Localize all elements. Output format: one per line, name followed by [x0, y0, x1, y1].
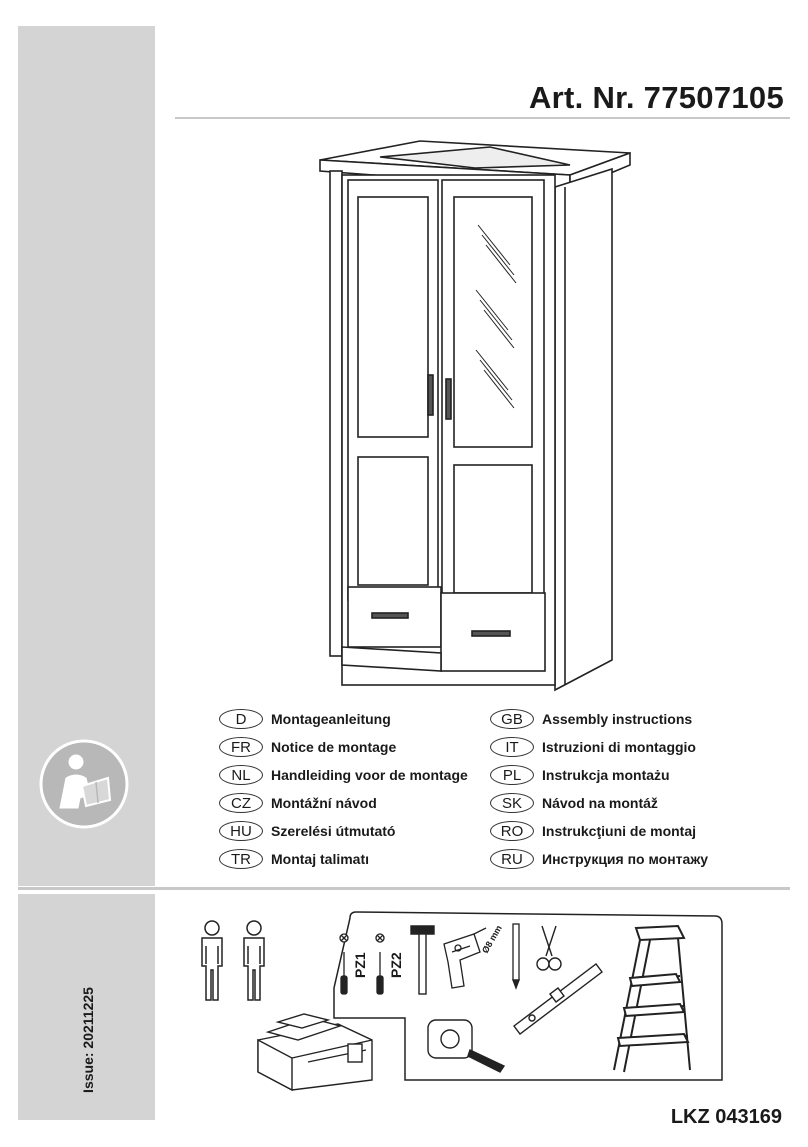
language-label: Assembly instructions	[542, 711, 693, 727]
section-divider	[18, 887, 790, 890]
language-item-tr: TR Montaj talimatı	[219, 849, 369, 869]
read-manual-icon	[39, 739, 129, 829]
language-item-ru: RU Инструкция по монтажу	[490, 849, 708, 869]
language-item-it: IT Istruzioni di montaggio	[490, 737, 696, 757]
language-label: Montageanleitung	[271, 711, 391, 727]
language-item-sk: SK Návod na montáž	[490, 793, 658, 813]
language-code-badge: CZ	[219, 793, 263, 813]
language-label: Návod na montáž	[542, 795, 658, 811]
language-label: Инструкция по монтажу	[542, 851, 709, 867]
language-code-badge: GB	[490, 709, 534, 729]
language-label: Szerelési útmutató	[271, 823, 396, 839]
two-persons-icon	[201, 920, 265, 1001]
language-item-pl: PL Instrukcja montażu	[490, 765, 670, 785]
spirit-level-icon	[513, 963, 603, 1035]
language-item-gb: GB Assembly instructions	[490, 709, 692, 729]
language-label: Montaj talimatı	[271, 851, 370, 867]
scissors-icon	[536, 925, 562, 971]
article-number-title: Art. Nr. 77507105	[529, 80, 784, 115]
issue-date: Issue: 20211225	[80, 987, 96, 1093]
language-item-d: D Montageanleitung	[219, 709, 391, 729]
step-ladder-icon	[613, 924, 691, 1073]
language-item-hu: HU Szerelési útmutató	[219, 821, 395, 841]
language-label: Instrukcja montażu	[542, 767, 670, 783]
language-item-cz: CZ Montážní návod	[219, 793, 377, 813]
pz2-label: PZ2	[388, 952, 404, 978]
toolbox-icon	[257, 1013, 373, 1092]
hammer-icon	[410, 925, 435, 995]
language-item-ro: RO Instrukcţiuni de montaj	[490, 821, 696, 841]
header-rule	[175, 117, 790, 119]
language-code-badge: PL	[490, 765, 534, 785]
language-code-badge: NL	[219, 765, 263, 785]
language-code-badge: SK	[490, 793, 534, 813]
sidebar-bottom	[18, 894, 155, 1120]
language-code-badge: D	[219, 709, 263, 729]
language-code-badge: TR	[219, 849, 263, 869]
language-item-nl: NL Handleiding voor de montage	[219, 765, 468, 785]
language-item-fr: FR Notice de montage	[219, 737, 396, 757]
tools-panel-outline	[333, 911, 723, 1081]
language-label: Istruzioni di montaggio	[542, 739, 696, 755]
language-code-badge: RO	[490, 821, 534, 841]
language-code-badge: FR	[219, 737, 263, 757]
drill-icon	[443, 927, 487, 989]
language-label: Instrukcţiuni de montaj	[542, 823, 697, 839]
language-code-badge: IT	[490, 737, 534, 757]
language-code-badge: HU	[219, 821, 263, 841]
language-label: Notice de montage	[271, 739, 397, 755]
language-label: Handleiding voor de montage	[271, 767, 468, 783]
document-code: LKZ 043169	[670, 1106, 782, 1128]
language-label: Montážní návod	[271, 795, 377, 811]
language-code-badge: RU	[490, 849, 534, 869]
pencil-icon	[512, 923, 520, 990]
tape-measure-icon	[427, 1019, 506, 1073]
screwdriver-icon	[339, 933, 385, 995]
pz1-label: PZ1	[352, 952, 368, 978]
wardrobe-illustration	[319, 140, 631, 692]
